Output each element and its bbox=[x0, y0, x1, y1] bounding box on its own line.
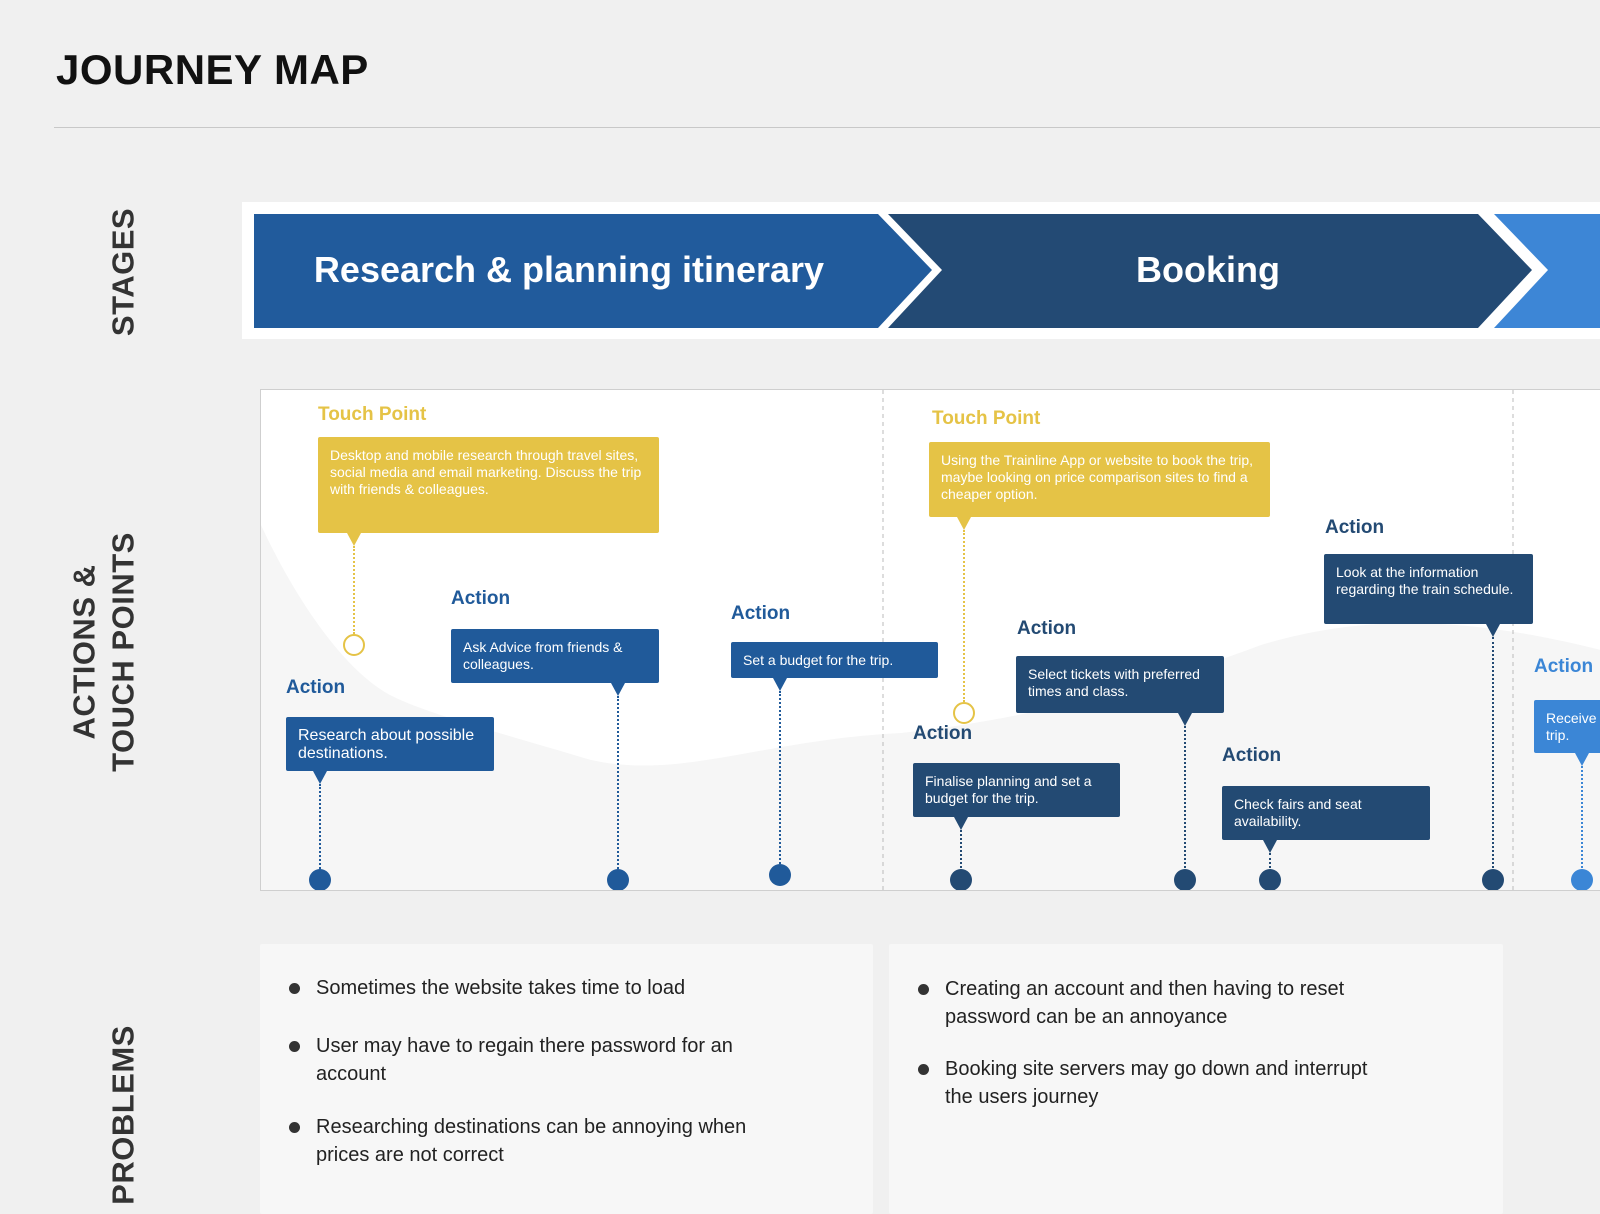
action-label: Action bbox=[1325, 517, 1385, 538]
page-title: JOURNEY MAP bbox=[56, 46, 369, 93]
problem-text: Researching destinations can be annoying… bbox=[316, 1116, 747, 1166]
problem-item: Researching destinations can be annoying… bbox=[289, 1113, 786, 1169]
action-box: Set a budget for the trip. bbox=[731, 642, 938, 678]
action-box: Look at the information regarding the tr… bbox=[1324, 554, 1533, 624]
action-label: Action bbox=[1017, 618, 1077, 639]
problem-text: Sometimes the website takes time to load bbox=[316, 977, 686, 999]
action-marker bbox=[769, 864, 791, 886]
action-pointer bbox=[1575, 753, 1589, 766]
action-connector bbox=[1581, 766, 1583, 880]
stage-chevron-next bbox=[1494, 214, 1600, 328]
action-marker bbox=[309, 869, 331, 890]
problem-item: Creating an account and then having to r… bbox=[918, 975, 1395, 1031]
action-connector bbox=[617, 696, 619, 880]
stage-chevron-booking bbox=[888, 214, 1532, 328]
action-label: Action bbox=[731, 603, 791, 624]
action-label: Action bbox=[286, 677, 346, 698]
touch-point-connector bbox=[353, 546, 355, 634]
action-marker bbox=[1174, 869, 1196, 890]
touch-point-label: Touch Point bbox=[932, 408, 1041, 429]
problems-card-booking: Creating an account and then having to r… bbox=[889, 944, 1503, 1214]
action-marker bbox=[950, 869, 972, 890]
action-marker bbox=[1482, 869, 1504, 890]
action-connector bbox=[319, 784, 321, 880]
problem-text: Creating an account and then having to r… bbox=[945, 978, 1345, 1028]
problem-text: User may have to regain there password f… bbox=[316, 1035, 733, 1085]
problem-text: Booking site servers may go down and int… bbox=[945, 1058, 1368, 1108]
action-box: Check fairs and seat availability. bbox=[1222, 786, 1430, 840]
stage-booking-label: Booking bbox=[1136, 249, 1280, 290]
action-connector bbox=[960, 830, 962, 880]
action-pointer bbox=[1263, 840, 1277, 853]
action-label: Action bbox=[913, 723, 973, 744]
action-connector bbox=[1269, 853, 1271, 880]
row-label-stages: STAGES bbox=[105, 207, 141, 337]
touch-point-connector bbox=[963, 530, 965, 702]
row-label-actions-line2: TOUCH POINTS bbox=[105, 532, 140, 772]
stage-research-label: Research & planning itinerary bbox=[313, 249, 825, 290]
action-marker bbox=[1259, 869, 1281, 890]
action-pointer bbox=[611, 683, 625, 696]
bullet-icon bbox=[289, 983, 300, 994]
touch-point-marker bbox=[343, 634, 365, 656]
stages-band: Research & planning itinerary Booking bbox=[242, 202, 1600, 339]
action-marker bbox=[1571, 869, 1593, 890]
stage-chevron-research bbox=[254, 214, 932, 328]
action-connector bbox=[1492, 637, 1494, 880]
bullet-icon bbox=[289, 1122, 300, 1133]
action-label: Action bbox=[451, 588, 511, 609]
touch-point-pointer bbox=[957, 517, 971, 530]
action-pointer bbox=[1486, 624, 1500, 637]
action-pointer bbox=[954, 817, 968, 830]
title-divider bbox=[54, 127, 1600, 128]
bullet-icon bbox=[918, 1064, 929, 1075]
action-label: Action bbox=[1534, 656, 1594, 677]
problem-item: User may have to regain there password f… bbox=[289, 1032, 786, 1088]
touch-point-pointer bbox=[347, 533, 361, 546]
action-box: Select tickets with preferred times and … bbox=[1016, 656, 1224, 713]
row-label-actions: ACTIONS &TOUCH POINTS bbox=[65, 532, 143, 772]
action-connector bbox=[1184, 726, 1186, 880]
stage-chevrons bbox=[254, 214, 1600, 328]
action-pointer bbox=[773, 678, 787, 691]
row-label-actions-line1: ACTIONS & bbox=[66, 564, 102, 740]
action-box: Research about possible destinations. bbox=[286, 717, 494, 771]
action-pointer bbox=[1178, 713, 1192, 726]
touch-point-box: Desktop and mobile research through trav… bbox=[318, 437, 659, 533]
touch-point-label: Touch Point bbox=[318, 404, 427, 425]
bullet-icon bbox=[918, 984, 929, 995]
problems-card-research: Sometimes the website takes time to load… bbox=[260, 944, 873, 1214]
action-box: Ask Advice from friends & colleagues. bbox=[451, 629, 659, 683]
action-box: Receive trip. bbox=[1534, 700, 1600, 753]
action-marker bbox=[607, 869, 629, 890]
action-pointer bbox=[313, 771, 327, 784]
touch-point-marker bbox=[953, 702, 975, 724]
problem-item: Booking site servers may go down and int… bbox=[918, 1055, 1395, 1111]
touch-point-box: Using the Trainline App or website to bo… bbox=[929, 442, 1270, 517]
action-connector bbox=[779, 691, 781, 875]
action-label: Action bbox=[1222, 745, 1282, 766]
bullet-icon bbox=[289, 1041, 300, 1052]
row-label-problems: PROBLEMS bbox=[105, 1025, 141, 1205]
action-box: Finalise planning and set a budget for t… bbox=[913, 763, 1120, 817]
problem-item: Sometimes the website takes time to load bbox=[289, 974, 786, 1002]
